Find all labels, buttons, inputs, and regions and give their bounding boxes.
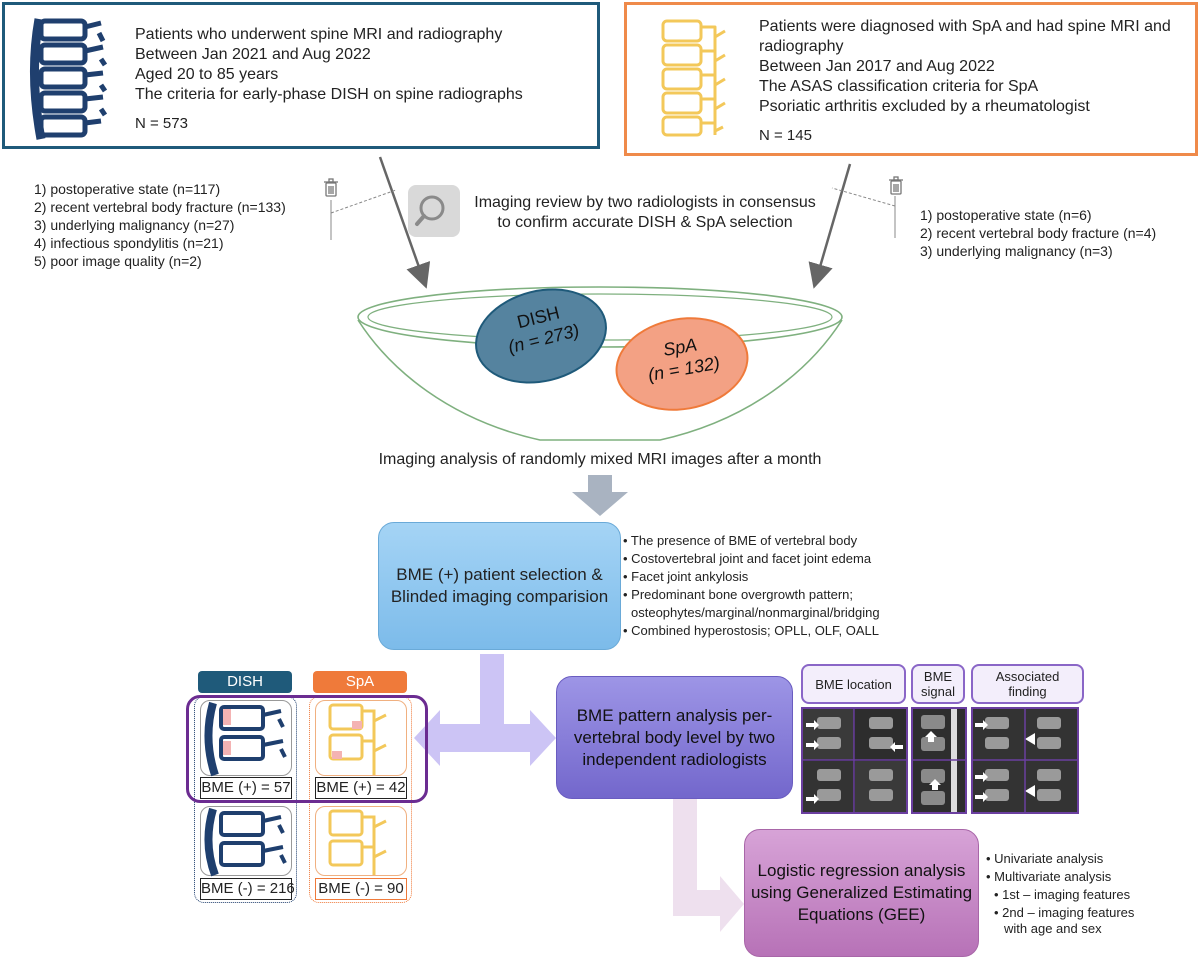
- exclusion-item: 1) postoperative state (n=6): [920, 207, 1092, 223]
- regression-box: Logistic regression analysis using Gener…: [744, 829, 979, 957]
- down-block-arrow: [572, 475, 628, 516]
- associated-finding-text: Associated: [995, 669, 1060, 684]
- pattern-line: vertebral body level by two: [573, 727, 776, 747]
- bullet-item: • 2nd – imaging features: [994, 905, 1135, 920]
- exclusion-item: 3) underlying malignancy (n=27): [34, 217, 235, 233]
- regression-bullet-list: • Univariate analysis • Multivariate ana…: [986, 850, 1134, 936]
- bme-location-text: BME location: [815, 676, 892, 692]
- spa-criteria-line: Psoriatic arthritis excluded by a rheuma…: [759, 98, 1090, 115]
- trash-icon: [889, 176, 903, 195]
- analysis-caption: Imaging analysis of randomly mixed MRI i…: [378, 451, 822, 468]
- spa-bme-neg-card: [315, 806, 407, 876]
- pattern-line: BME pattern analysis per-: [576, 705, 773, 725]
- bme-signal-text: BME: [923, 669, 953, 684]
- regression-line: Logistic regression analysis: [757, 861, 966, 880]
- bme-signal-text: signal: [921, 684, 955, 699]
- left-cohort-arrow: [378, 156, 431, 289]
- bullet-item: osteophytes/marginal/nonmarginal/bridgin…: [631, 605, 880, 620]
- magnifier-icon: [408, 185, 460, 237]
- spa-criteria-line: Patients were diagnosed with SpA and had…: [759, 18, 1171, 35]
- selection-box: BME (+) patient selection & Blinded imag…: [378, 522, 621, 650]
- spa-criteria-line: radiography: [759, 38, 844, 55]
- spine-spa-bme-icon: [328, 703, 387, 775]
- review-line: to confirm accurate DISH & SpA selection: [497, 214, 793, 231]
- dish-criteria-line: Between Jan 2021 and Aug 2022: [135, 46, 371, 63]
- bullet-item: • Facet joint ankylosis: [623, 569, 749, 584]
- trash-icon: [324, 178, 338, 197]
- bullet-item: • Combined hyperostosis; OPLL, OLF, OALL: [623, 623, 880, 638]
- spa-bme-pos-count: BME (+) = 42: [315, 777, 407, 799]
- pattern-line: independent radiologists: [582, 749, 767, 769]
- spa-exclusion-list: 1) postoperative state (n=6) 2) recent v…: [920, 206, 1156, 260]
- dish-criteria-line: Patients who underwent spine MRI and rad…: [135, 26, 503, 43]
- mri-bme-signal: [911, 707, 967, 814]
- bme-positive-frame: [186, 695, 428, 803]
- selection-line: BME (+) patient selection &: [396, 565, 603, 584]
- bullet-item: • 1st – imaging features: [994, 887, 1131, 902]
- mri-bme-location: [801, 707, 908, 814]
- regression-line: using Generalized Estimating: [750, 883, 973, 902]
- spa-bme-pos-card: [315, 700, 407, 776]
- spa-criteria-line: The ASAS classification criteria for SpA: [759, 78, 1039, 95]
- bullet-item: with age and sex: [1004, 921, 1102, 936]
- review-line: Imaging review by two radiologists in co…: [474, 194, 816, 211]
- dish-bme-neg-count: BME (-) = 216: [200, 878, 295, 900]
- selection-criteria-list: • The presence of BME of vertebral body …: [623, 532, 880, 640]
- funnel-body: [357, 319, 843, 441]
- review-text: Imaging review by two radiologists in co…: [462, 193, 828, 233]
- spine-spa-icon: [661, 19, 726, 137]
- spine-spa-icon: [328, 809, 387, 875]
- spa-criteria-line: Between Jan 2017 and Aug 2022: [759, 58, 995, 75]
- bullet-item: • The presence of BME of vertebral body: [623, 533, 858, 548]
- bme-signal-label: BME signal: [911, 664, 965, 704]
- dish-criteria: Patients who underwent spine MRI and rad…: [135, 25, 523, 134]
- dish-tag: DISH: [198, 671, 292, 693]
- dish-criteria-line: The criteria for early-phase DISH on spi…: [135, 86, 523, 103]
- exclusion-item: 1) postoperative state (n=117): [34, 181, 221, 197]
- selection-line: Blinded imaging comparision: [390, 587, 609, 606]
- dish-bme-pos-card: [200, 700, 292, 777]
- split-arrow: [414, 654, 556, 766]
- exclusion-item: 2) recent vertebral body fracture (n=4): [920, 225, 1157, 241]
- spa-cohort-count: N = 145: [759, 127, 812, 144]
- spa-bme-neg-count: BME (-) = 90: [315, 878, 407, 900]
- bullet-item: • Multivariate analysis: [986, 869, 1112, 884]
- exclusion-item: 5) poor image quality (n=2): [34, 253, 202, 269]
- mri-associated-finding: [971, 707, 1079, 814]
- spa-cohort-box: Patients were diagnosed with SpA and had…: [624, 2, 1198, 156]
- pattern-analysis-box: BME pattern analysis per- vertebral body…: [556, 676, 793, 799]
- bme-location-label: BME location: [801, 664, 906, 704]
- spa-tag: SpA: [313, 671, 407, 693]
- associated-finding-label: Associated finding: [971, 664, 1084, 704]
- dish-bme-neg-card: [200, 806, 292, 877]
- bullet-item: • Univariate analysis: [986, 851, 1104, 866]
- dish-criteria-line: Aged 20 to 85 years: [135, 66, 279, 83]
- spa-criteria: Patients were diagnosed with SpA and had…: [759, 17, 1171, 146]
- bullet-item: • Costovertebral joint and facet joint e…: [623, 551, 872, 566]
- spine-dish-icon: [204, 807, 287, 877]
- associated-finding-text: finding: [1008, 684, 1047, 699]
- right-cohort-arrow: [808, 163, 852, 289]
- dish-exclusion-list: 1) postoperative state (n=117) 2) recent…: [34, 180, 286, 270]
- spine-dish-bme-icon: [204, 701, 287, 777]
- bullet-item: • Predominant bone overgrowth pattern;: [623, 587, 854, 602]
- dish-cohort-box: Patients who underwent spine MRI and rad…: [2, 2, 600, 149]
- dish-bme-pos-count: BME (+) = 57: [200, 777, 292, 799]
- exclusion-item: 4) infectious spondylitis (n=21): [34, 235, 224, 251]
- regression-arrow: [673, 780, 744, 932]
- exclusion-item: 3) underlying malignancy (n=3): [920, 243, 1113, 259]
- regression-line: Equations (GEE): [797, 905, 926, 924]
- dish-cohort-count: N = 573: [135, 115, 188, 132]
- exclusion-item: 2) recent vertebral body fracture (n=133…: [34, 199, 286, 215]
- spine-dish-icon: [29, 18, 108, 140]
